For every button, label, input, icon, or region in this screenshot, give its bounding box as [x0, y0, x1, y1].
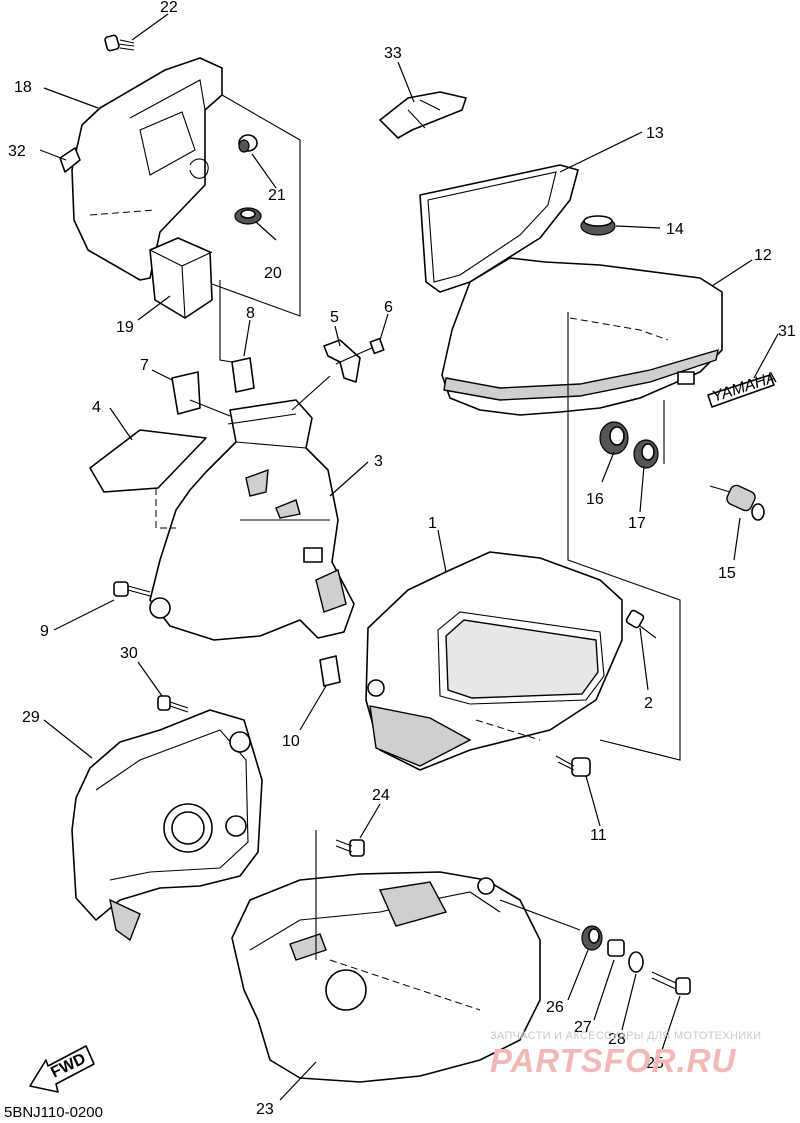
- part-16-grommet: [599, 421, 629, 455]
- callout-29: 29: [22, 709, 40, 726]
- yamaha-logo-text: YAMAHA: [710, 369, 779, 406]
- callout-24: 24: [372, 787, 390, 804]
- callout-33: 33: [384, 45, 402, 62]
- callout-11: 11: [590, 827, 607, 844]
- part-9-bolt: [113, 581, 151, 597]
- callout-16: 16: [586, 491, 604, 508]
- callout-22: 22: [160, 0, 178, 16]
- part-20-grommet: [234, 207, 262, 225]
- part-3-bracket: [149, 399, 355, 641]
- part-18-side-cover: [71, 57, 223, 281]
- callout-6: 6: [384, 299, 393, 316]
- part-8-nut: [231, 357, 255, 393]
- callout-25: 25: [646, 1055, 664, 1072]
- callout-12: 12: [754, 247, 772, 264]
- part-7-pad: [171, 371, 201, 415]
- callout-32: 32: [8, 143, 26, 160]
- callout-21: 21: [268, 187, 286, 204]
- part-31-yamaha-logo: YAMAHA: [707, 369, 779, 408]
- part-4-plate: [89, 429, 207, 493]
- callout-23: 23: [256, 1101, 274, 1118]
- part-12-side-cover: [441, 257, 723, 416]
- assembly-lines: [189, 94, 681, 960]
- part-29-cover: [71, 709, 263, 942]
- callout-15: 15: [718, 565, 736, 582]
- fwd-arrow-icon: FWD: [29, 1045, 95, 1093]
- callout-4: 4: [92, 399, 101, 416]
- callout-17: 17: [628, 515, 646, 532]
- callout-numbers: 1 2 3 4 5 6 7 8 9 10 11 12 13 14 15 16 1…: [8, 0, 796, 1118]
- part-25-bolt: [651, 971, 691, 995]
- part-14-grommet: [580, 215, 616, 236]
- part-28-washer: [628, 951, 644, 973]
- callout-5: 5: [330, 309, 339, 326]
- part-21-grommet: [238, 134, 258, 153]
- part-32-clip: [59, 147, 81, 173]
- part-33-pad: [379, 91, 467, 139]
- callout-1: 1: [428, 515, 437, 532]
- part-24-bolt: [335, 839, 365, 857]
- callout-10: 10: [282, 733, 300, 750]
- callout-18: 18: [14, 79, 32, 96]
- part-26-grommet: [581, 925, 603, 951]
- part-22-bolt: [104, 34, 135, 52]
- callout-leaders: [39, 13, 779, 1101]
- part-23-crankcase-cover: [231, 871, 541, 1083]
- part-1-duct: [365, 551, 623, 771]
- callout-3: 3: [374, 453, 383, 470]
- callout-26: 26: [546, 999, 564, 1016]
- callout-13: 13: [646, 125, 664, 142]
- part-2-bolt: [625, 609, 657, 639]
- callout-28: 28: [608, 1031, 626, 1048]
- part-10-nut: [319, 655, 341, 687]
- callout-20: 20: [264, 265, 282, 282]
- watermark-tagline: ЗАПЧАСТИ И АКСЕССУАРЫ ДЛЯ МОТОТЕХНИКИ: [490, 1030, 762, 1042]
- part-6-pin: [335, 337, 385, 365]
- drawing-code: 5BNJ110-0200: [4, 1104, 103, 1121]
- callout-2: 2: [644, 695, 653, 712]
- callout-31: 31: [778, 323, 796, 340]
- callout-19: 19: [116, 319, 134, 336]
- part-13-panel: [419, 164, 579, 293]
- callout-8: 8: [246, 305, 255, 322]
- part-27-collar: [607, 939, 625, 957]
- part-11-bolt: [555, 755, 591, 777]
- part-17-grommet: [633, 439, 659, 469]
- callout-27: 27: [574, 1019, 592, 1036]
- callout-9: 9: [40, 623, 49, 640]
- callout-14: 14: [666, 221, 684, 238]
- part-19-block: [149, 237, 213, 319]
- watermark-logo: PARTSFOR.RU: [490, 1042, 737, 1079]
- callout-7: 7: [140, 357, 149, 374]
- part-15-lock: [709, 484, 765, 521]
- part-30-bolt: [157, 695, 189, 713]
- callout-30: 30: [120, 645, 138, 662]
